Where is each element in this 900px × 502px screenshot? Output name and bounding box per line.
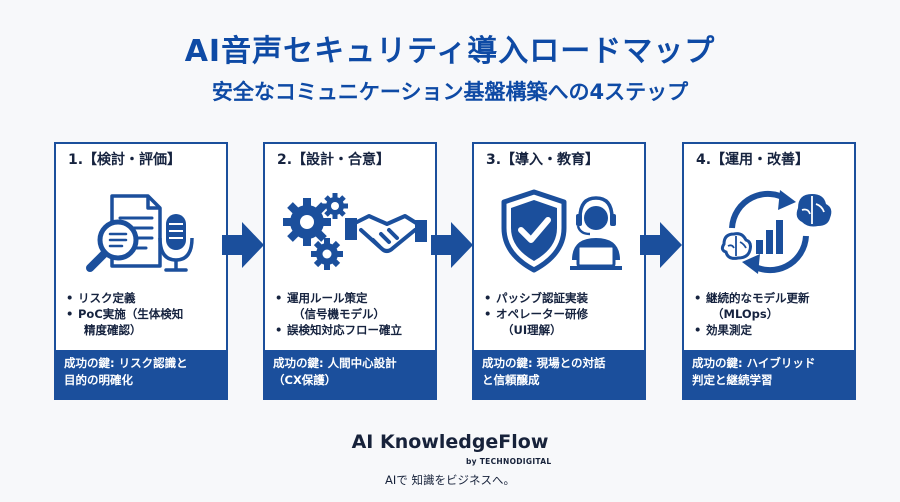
success-key: 成功の鍵: ハイブリッド 判定と継続学習 — [684, 350, 854, 398]
gears-handshake-icon — [283, 193, 427, 270]
page-subtitle: 安全なコミュニケーション基盤構築への4ステップ — [211, 80, 689, 104]
step-heading: 4.【運用・改善】 — [696, 152, 810, 168]
list-item: •オペレーター研修（UI理解） — [484, 307, 588, 337]
success-key: 成功の鍵: リスク認識と 目的の明確化 — [56, 350, 226, 398]
list-item: •運用ルール策定（信号機モデル） — [275, 291, 385, 321]
arrow-right-icon — [640, 222, 682, 268]
arrow-right-icon — [431, 222, 473, 268]
step-items: •継続的なモデル更新（MLOps） •効果測定 — [694, 290, 850, 338]
arrow-right-icon — [222, 222, 264, 268]
step-heading: 1.【検討・評価】 — [68, 152, 182, 168]
list-item: •継続的なモデル更新（MLOps） — [694, 291, 810, 321]
step-card-2: 2.【設計・合意】 — [263, 142, 437, 400]
success-key: 成功の鍵: 現場との対話 と信頼醸成 — [474, 350, 644, 398]
step-items: •運用ルール策定（信号機モデル） •誤検知対応フロー確立 — [275, 290, 431, 338]
step-items: •パッシブ認証実装 •オペレーター研修（UI理解） — [484, 290, 640, 338]
step-heading: 2.【設計・合意】 — [277, 152, 391, 168]
list-item: •リスク定義 — [66, 291, 136, 305]
brand-tagline: AIで 知識をビジネスへ。 — [385, 473, 515, 487]
page-title: AI音声セキュリティ導入ロードマップ — [184, 34, 716, 69]
step-heading: 3.【導入・教育】 — [486, 152, 600, 168]
shield-operator-icon — [501, 189, 622, 273]
brand-byline: by TECHNODIGITAL — [466, 457, 552, 466]
document-search-microphone-icon — [86, 194, 194, 272]
list-item: •誤検知対応フロー確立 — [275, 323, 402, 337]
step-card-1: 1.【検討・評価】 •リスク定義 •PoC実施（生体検知精 — [54, 142, 228, 400]
list-item: •PoC実施（生体検知精度確認） — [66, 307, 184, 337]
step-items: •リスク定義 •PoC実施（生体検知精度確認） — [66, 290, 222, 338]
step-card-3: 3.【導入・教育】 •パッシブ認証実装 •オペレーター研修（UI理解） 成功の鍵… — [472, 142, 646, 400]
list-item: •効果測定 — [694, 323, 752, 337]
brand-name: AI KnowledgeFlow — [351, 431, 549, 453]
list-item: •パッシブ認証実装 — [484, 291, 588, 305]
cycle-brain-chart-icon — [720, 190, 832, 274]
success-key: 成功の鍵: 人間中心設計 （CX保護） — [265, 350, 435, 398]
step-card-4: 4.【運用・改善】 •継続的なモデル更新（MLOps） •効果測定 成功の鍵: … — [682, 142, 856, 400]
